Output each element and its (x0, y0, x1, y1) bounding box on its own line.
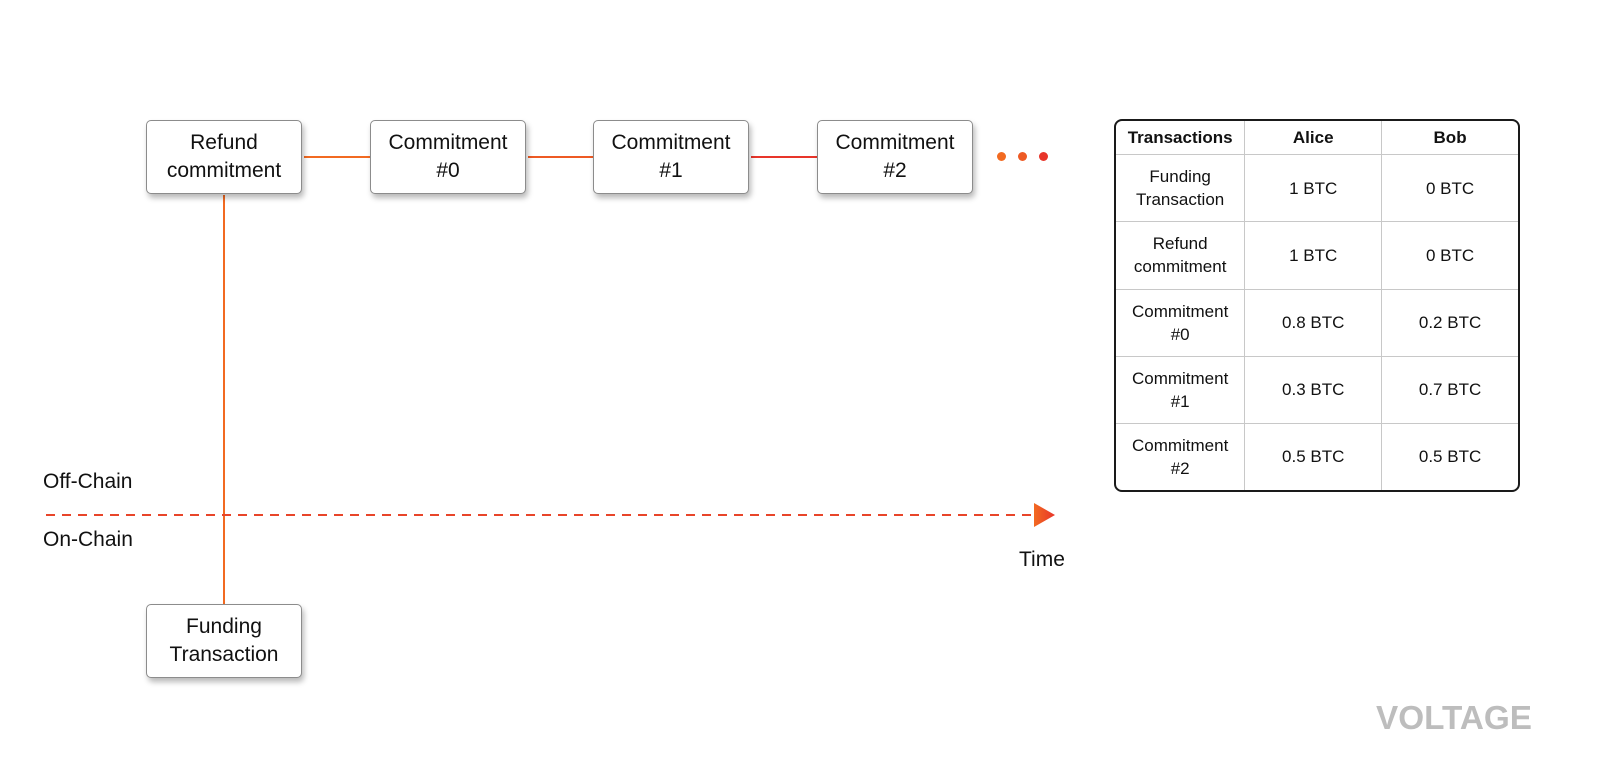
header-bob: Bob (1381, 121, 1518, 156)
table-cell-transaction: Commitment #0 (1116, 288, 1246, 357)
table-cell-alice: 1 BTC (1244, 221, 1383, 290)
table-cell-alice: 1 BTC (1244, 154, 1383, 223)
ellipsis-dot-icon (1039, 152, 1048, 161)
table-row: Commitment #2 0.5 BTC 0.5 BTC (1116, 422, 1518, 490)
node-commitment-1: Commitment #1 (593, 120, 749, 194)
node-refund-commitment: Refund commitment (146, 120, 302, 194)
table-header-row: Transactions Alice Bob (1116, 121, 1518, 156)
header-alice: Alice (1244, 121, 1383, 156)
on-chain-label: On-Chain (43, 528, 133, 551)
table-cell-alice: 0.8 BTC (1244, 288, 1383, 357)
table-row: Funding Transaction 1 BTC 0 BTC (1116, 154, 1518, 223)
table-cell-transaction: Funding Transaction (1116, 154, 1246, 223)
table-cell-bob: 0 BTC (1381, 221, 1518, 290)
voltage-logo: VOLTAGE (1376, 700, 1532, 734)
table-row: Commitment #0 0.8 BTC 0.2 BTC (1116, 288, 1518, 357)
table-cell-alice: 0.5 BTC (1244, 422, 1383, 490)
table-row: Refund commitment 1 BTC 0 BTC (1116, 221, 1518, 290)
time-arrowhead-icon (1034, 503, 1055, 527)
time-axis-label: Time (1019, 548, 1065, 571)
off-chain-label: Off-Chain (43, 470, 133, 493)
voltage-logo-text: VOLTAGE (1376, 700, 1532, 734)
table-cell-bob: 0 BTC (1381, 154, 1518, 223)
transactions-table: Transactions Alice Bob Funding Transacti… (1114, 119, 1520, 492)
table-cell-bob: 0.5 BTC (1381, 422, 1518, 490)
table-cell-transaction: Refund commitment (1116, 221, 1246, 290)
header-transactions: Transactions (1116, 121, 1246, 156)
table-cell-bob: 0.7 BTC (1381, 355, 1518, 424)
table-cell-alice: 0.3 BTC (1244, 355, 1383, 424)
node-commitment-2: Commitment #2 (817, 120, 973, 194)
table-cell-transaction: Commitment #2 (1116, 422, 1246, 490)
ellipsis-dot-icon (1018, 152, 1027, 161)
node-funding-transaction: Funding Transaction (146, 604, 302, 678)
table-cell-bob: 0.2 BTC (1381, 288, 1518, 357)
table-row: Commitment #1 0.3 BTC 0.7 BTC (1116, 355, 1518, 424)
table-cell-transaction: Commitment #1 (1116, 355, 1246, 424)
node-commitment-0: Commitment #0 (370, 120, 526, 194)
ellipsis-dot-icon (997, 152, 1006, 161)
